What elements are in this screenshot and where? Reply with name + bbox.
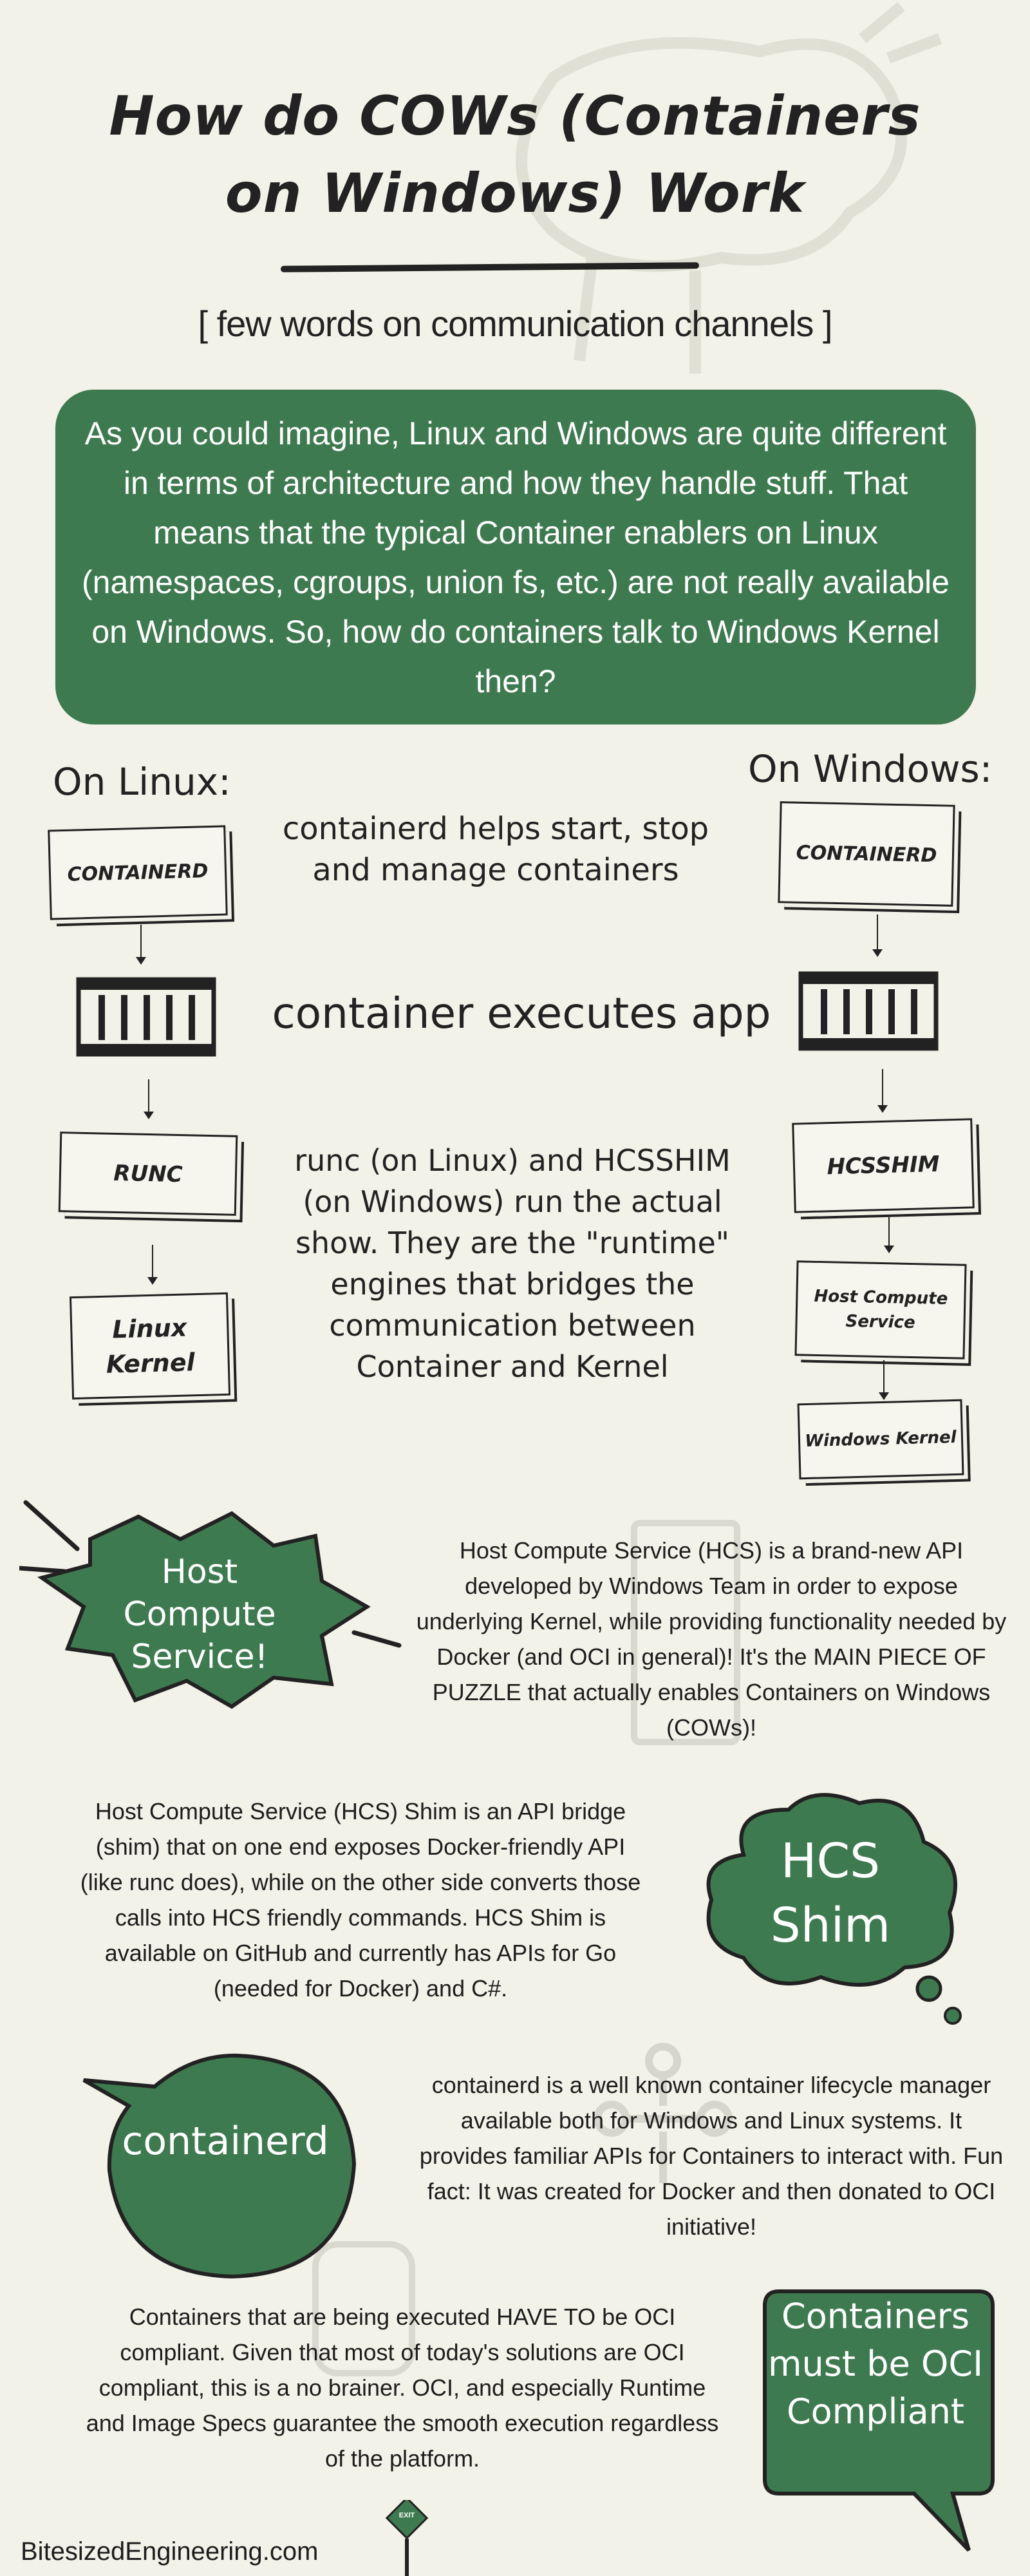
windows-kernel-box: Windows Kernel [797, 1399, 964, 1480]
server-watermark-icon [631, 1520, 740, 1745]
containerd-note: containerd helps start, stop and manage … [282, 811, 709, 888]
document-watermark-icon [312, 2241, 415, 2376]
arrow-icon [144, 1079, 154, 1119]
page-title: How do COWs (Containers on Windows) Work [64, 77, 966, 232]
hcsshim-label: HCSSHIM [827, 1151, 940, 1180]
oci-speech-box-icon [763, 2289, 995, 2552]
linux-heading: On Linux: [53, 760, 231, 804]
windows-heading: On Windows: [748, 747, 993, 791]
executes-note: container executes app [272, 989, 771, 1038]
arrow-icon [147, 1245, 158, 1285]
runc-box: RUNC [58, 1132, 238, 1216]
linux-kernel-label: Linux Kernel [106, 1313, 196, 1379]
hcsshim-box: HCSSHIM [792, 1118, 975, 1213]
arrow-icon [136, 925, 146, 965]
hcs-description: Host Compute Service (HCS) is a brand-ne… [416, 1537, 1007, 1741]
container-icon [798, 971, 939, 1051]
title-line-2: on Windows) Work [225, 162, 805, 225]
containerd-badge-label: containerd [122, 2119, 329, 2164]
shim-badge-label: HCS Shim [770, 1833, 891, 1953]
shim-description: Host Compute Service (HCS) Shim is an AP… [80, 1798, 641, 2002]
arrow-icon [872, 914, 883, 957]
oci-description: Containers that are being executed HAVE … [86, 2304, 719, 2472]
title-line-1: How do COWs (Containers [109, 84, 921, 147]
speech-bubble-icon [82, 2053, 357, 2279]
windows-containerd-label: CONTAINERD [796, 841, 937, 867]
arrow-icon [879, 1360, 889, 1400]
burst-badge-icon [19, 1500, 402, 1709]
oci-badge-label: Containers must be OCI Compliant [767, 2296, 984, 2432]
arrow-icon [884, 1217, 894, 1253]
host-compute-service-box: Host Compute Service [794, 1260, 967, 1359]
footer-site-link[interactable]: BitesizedEngineering.com [21, 2537, 319, 2566]
page-subtitle: [ few words on communication channels ] [198, 303, 832, 344]
containerd-description: containerd is a well known container lif… [419, 2072, 1004, 2240]
intro-text: As you could imagine, Linux and Windows … [82, 415, 950, 699]
exit-sign-label: EXIT [398, 2512, 415, 2519]
linux-kernel-box: Linux Kernel [69, 1292, 231, 1400]
windows-containerd-box: CONTAINERD [778, 801, 955, 907]
windows-kernel-label: Windows Kernel [804, 1427, 957, 1452]
runc-label: RUNC [113, 1160, 183, 1188]
hcs-badge-label: Host Compute Service! [123, 1553, 276, 1676]
network-watermark-icon [594, 2043, 733, 2183]
thought-cloud-icon [706, 1793, 962, 2025]
runtime-note: runc (on Linux) and HCSSHIM (on Windows)… [294, 1143, 731, 1384]
host-compute-service-label: Host Compute Service [814, 1286, 948, 1333]
container-icon [76, 977, 216, 1057]
intro-panel: As you could imagine, Linux and Windows … [55, 390, 976, 724]
exit-sign-icon [385, 2500, 429, 2576]
linux-containerd-label: CONTAINERD [67, 859, 209, 886]
linux-containerd-box: CONTAINERD [48, 825, 228, 920]
cow-watermark-icon [516, 2, 942, 374]
arrow-icon [877, 1069, 888, 1113]
